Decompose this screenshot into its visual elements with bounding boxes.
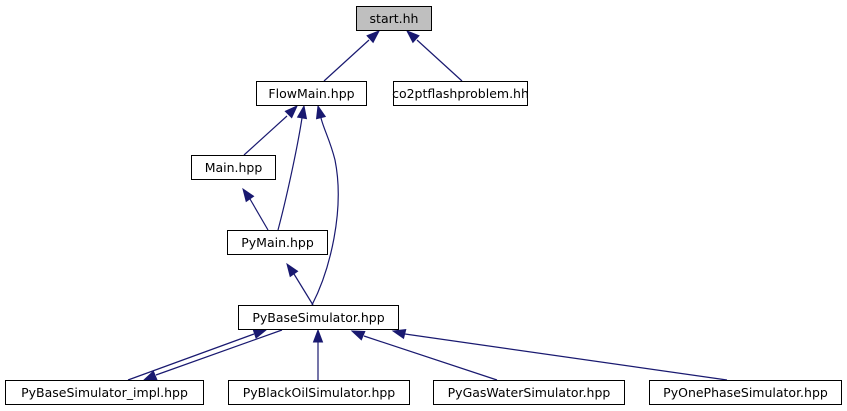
edge-pybaseimpl-to-pybase bbox=[127, 328, 268, 381]
arrowhead-icon bbox=[286, 262, 299, 278]
node-co2ptflashproblem-hh[interactable]: co2ptflashproblem.hh bbox=[392, 81, 529, 106]
edge-pyblackoil-to-pybase bbox=[312, 328, 324, 380]
node-label: PyBlackOilSimulator.hpp bbox=[243, 385, 396, 400]
node-box bbox=[433, 380, 625, 405]
node-flowmain-hpp[interactable]: FlowMain.hpp bbox=[256, 81, 367, 106]
edge-co2pt-to-start bbox=[405, 30, 463, 82]
edge-flowmain-to-start bbox=[323, 30, 381, 82]
edge-pyonephase-to-pybase bbox=[391, 328, 728, 381]
edges bbox=[127, 30, 728, 381]
node-pybasesimulator-hpp[interactable]: PyBaseSimulator.hpp bbox=[238, 305, 399, 330]
edge-line bbox=[155, 329, 283, 376]
edge-line bbox=[323, 39, 370, 82]
node-pybasesimulator-impl-hpp[interactable]: PyBaseSimulator_impl.hpp bbox=[5, 380, 204, 405]
node-box bbox=[191, 155, 276, 180]
edge-line bbox=[249, 198, 269, 231]
node-label: PyMain.hpp bbox=[241, 235, 314, 250]
node-box bbox=[256, 81, 367, 106]
node-pyblackoilsimulator-hpp[interactable]: PyBlackOilSimulator.hpp bbox=[228, 380, 410, 405]
edge-pybase-to-flowmain bbox=[311, 104, 339, 306]
arrowhead-icon bbox=[242, 187, 255, 203]
edge-line bbox=[277, 117, 303, 231]
edge-pybase-to-pymain bbox=[286, 262, 314, 306]
node-label: Main.hpp bbox=[205, 160, 263, 175]
edge-line bbox=[293, 273, 314, 306]
arrowhead-icon bbox=[284, 104, 299, 119]
edge-line bbox=[127, 333, 255, 381]
arrowhead-icon bbox=[366, 30, 381, 44]
node-label: PyOnePhaseSimulator.hpp bbox=[663, 385, 828, 400]
arrowhead-icon bbox=[391, 328, 407, 340]
arrowhead-icon bbox=[350, 330, 366, 341]
node-pymain-hpp[interactable]: PyMain.hpp bbox=[227, 230, 328, 255]
arrowhead-icon bbox=[312, 328, 324, 343]
node-box bbox=[228, 380, 410, 405]
node-box bbox=[356, 6, 432, 31]
node-label: start.hh bbox=[370, 11, 419, 26]
arrowhead-icon bbox=[315, 104, 327, 120]
node-label: PyBaseSimulator.hpp bbox=[252, 310, 384, 325]
arrowhead-icon bbox=[405, 30, 420, 44]
edge-pybase-to-pybaseimpl bbox=[142, 329, 283, 381]
edge-pymain-to-flowmain bbox=[277, 104, 308, 231]
edge-line bbox=[243, 115, 288, 156]
edge-line bbox=[416, 39, 463, 82]
node-label: co2ptflashproblem.hh bbox=[392, 86, 529, 101]
node-start-hh[interactable]: start.hh bbox=[356, 6, 432, 31]
edge-pymain-to-main bbox=[242, 187, 269, 231]
node-box bbox=[227, 230, 328, 255]
edge-line bbox=[311, 117, 339, 306]
node-pygaswatersimulator-hpp[interactable]: PyGasWaterSimulator.hpp bbox=[433, 380, 625, 405]
node-main-hpp[interactable]: Main.hpp bbox=[191, 155, 276, 180]
arrowhead-icon bbox=[142, 370, 158, 381]
edge-line bbox=[363, 335, 498, 381]
node-label: PyBaseSimulator_impl.hpp bbox=[21, 385, 188, 400]
edge-main-to-flowmain bbox=[243, 104, 299, 156]
arrowhead-icon bbox=[296, 104, 308, 120]
edge-line bbox=[404, 333, 728, 381]
node-pyonephasesimulator-hpp[interactable]: PyOnePhaseSimulator.hpp bbox=[649, 380, 842, 405]
node-box bbox=[238, 305, 399, 330]
node-box bbox=[5, 380, 204, 405]
node-box bbox=[393, 81, 528, 106]
edge-pygaswater-to-pybase bbox=[350, 330, 498, 381]
node-label: PyGasWaterSimulator.hpp bbox=[448, 385, 611, 400]
node-label: FlowMain.hpp bbox=[268, 86, 354, 101]
node-box bbox=[649, 380, 842, 405]
